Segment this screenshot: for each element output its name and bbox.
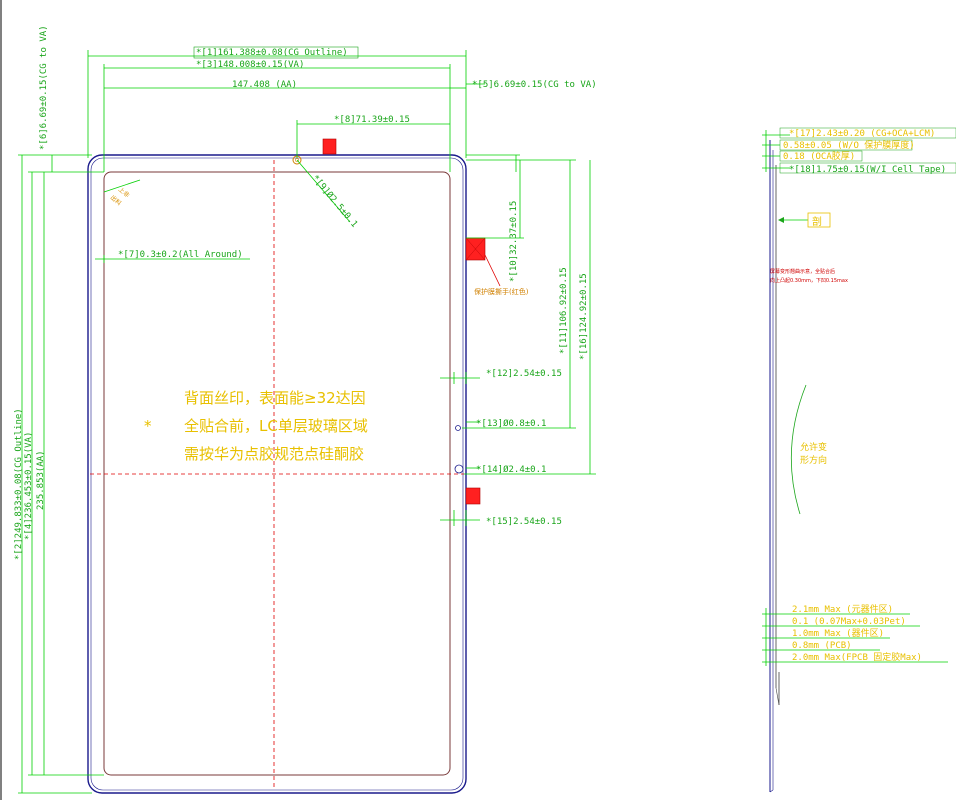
dim-va-height: *[4]236.453±0.15(VA) <box>24 432 34 540</box>
tab-note: 保护膜撕手(红色) <box>474 287 529 296</box>
dim-15: *[15]2.54±0.15 <box>486 517 562 527</box>
side-dim-18: *[18]1.75±0.15(W/I Cell Tape) <box>789 165 946 175</box>
side-hole-large-icon <box>454 464 464 474</box>
bottom-dim-5: 2.0mm Max(FPCB 固定胶Max) <box>792 651 922 663</box>
bottom-dim-2: 0.1 (0.07Max+0.03Pet) <box>792 617 906 627</box>
dim-hole-offset: *[8]71.39±0.15 <box>334 115 410 125</box>
note-line-1: 背面丝印，表面能≥32达因 <box>184 389 366 407</box>
film-tab-top <box>322 138 337 155</box>
dim-16: *[16]124.92±0.15 <box>579 273 589 360</box>
side-note-red-1: 屏幕变形翘曲示意，全贴合后 <box>770 268 835 275</box>
bottom-dim-4: 0.8mm (PCB) <box>792 641 852 651</box>
dim-14: *[14]Ø2.4±0.1 <box>476 464 546 475</box>
dim-hole-dia: *[9]Ø2.5±0.1 <box>310 173 360 230</box>
bottom-dim-1: 2.1mm Max (元器件区) <box>792 603 893 615</box>
dim-13: *[13]Ø0.8±0.1 <box>476 418 546 429</box>
bottom-dim-3: 1.0mm Max (器件区) <box>792 627 884 639</box>
dim-11: *[11]106.92±0.15 <box>559 267 569 354</box>
dim-12: *[12]2.54±0.15 <box>486 369 562 379</box>
dim-10: *[10]32.37±0.15 <box>509 201 519 282</box>
deformation-arc <box>790 384 807 515</box>
dim-cg-to-va-right: *[5]6.69±0.15(CG to VA) <box>472 80 597 90</box>
note-line-3: 需按华为点胶规范点硅酮胶 <box>184 445 364 463</box>
film-tab-right-lower <box>465 487 481 505</box>
note-line-2: 全贴合前，LC单层玻璃区域 <box>184 417 368 435</box>
section-label: 剖 <box>812 215 822 228</box>
dim-cg-to-va-left: *[6]6.69±0.15(CG to VA) <box>39 25 49 150</box>
dim-va-width: *[3]148.008±0.15(VA) <box>196 60 304 70</box>
side-note-red-2: 向上凸起0.30mm，下凹0.15max <box>770 277 848 284</box>
dim-cg-outline-width: *[1]161.388±0.08(CG Outline) <box>196 48 348 58</box>
dim-aa-width: 147.408 (AA) <box>232 80 297 90</box>
corner-note-2: 出料 <box>109 193 123 207</box>
dim-all-around: *[7]0.3±0.2(All Around) <box>118 250 243 260</box>
corner-note-1: 上非 <box>117 185 131 199</box>
note-star: * <box>144 417 152 435</box>
deform-note-1: 允许变 <box>800 441 827 453</box>
front-view: *[1]161.388±0.08(CG Outline) *[3]148.008… <box>14 25 597 794</box>
dim-cg-outline-height: *[2]249.833±0.08(CG Outline) <box>14 408 24 560</box>
va-outline <box>103 171 451 776</box>
side-dim-oca: 0.18 (OCA胶厚) <box>783 150 855 162</box>
side-dim-w-o-film: 0.58±0.05 (W/O 保护膜厚度) <box>783 139 915 151</box>
section-label-box <box>807 212 831 228</box>
side-dim-17: *[17]2.43±0.20 (CG+OCA+LCM) <box>789 129 935 139</box>
deform-note-2: 形方向 <box>800 454 827 466</box>
side-hole-small-icon <box>455 425 461 431</box>
side-view: *[17]2.43±0.20 (CG+OCA+LCM) 0.58±0.05 (W… <box>762 127 956 793</box>
dim-aa-height: 235.853(AA) <box>36 450 46 510</box>
